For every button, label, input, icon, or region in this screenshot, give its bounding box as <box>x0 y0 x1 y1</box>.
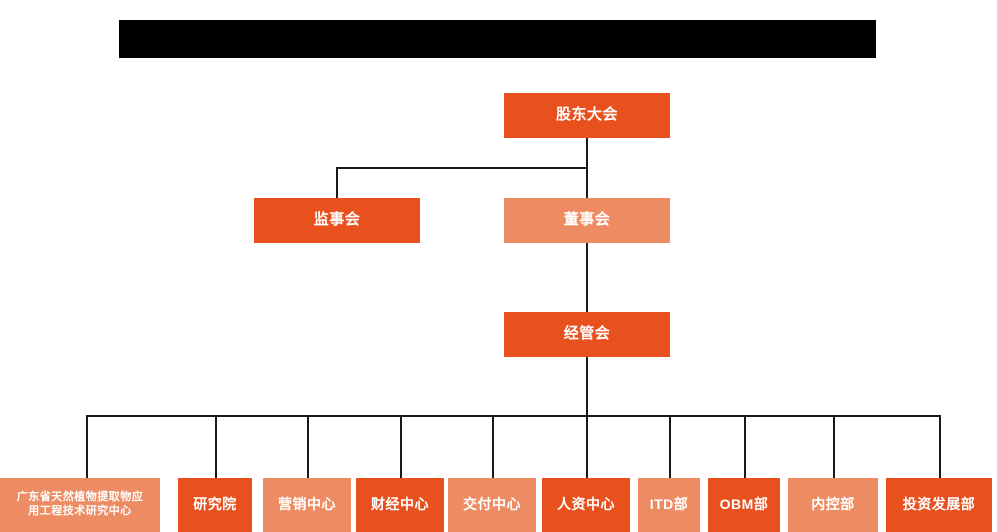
node-board-of-directors[interactable]: 董事会 <box>504 198 670 243</box>
node-delivery-center[interactable]: 交付中心 <box>448 478 536 532</box>
node-guangdong-research-center-label: 广东省天然植物提取物应 用工程技术研究中心 <box>16 491 144 517</box>
node-itd-department-label: ITD部 <box>649 496 689 513</box>
connector-drop-research-institute <box>215 415 217 478</box>
node-investment-development-department[interactable]: 投资发展部 <box>886 478 992 532</box>
connector-drop-obm-department <box>744 415 746 478</box>
node-obm-department-label: OBM部 <box>719 496 769 513</box>
node-finance-center-label: 财经中心 <box>371 496 429 513</box>
node-board-of-supervisors-label: 监事会 <box>313 211 361 229</box>
connector-drop-itd-department <box>669 415 671 478</box>
node-investment-development-department-label: 投资发展部 <box>902 496 976 513</box>
node-board-of-directors-label: 董事会 <box>563 211 611 229</box>
node-delivery-center-label: 交付中心 <box>463 496 521 513</box>
connector-shareholders-down <box>586 138 588 198</box>
redacted-title-banner <box>119 20 876 58</box>
node-obm-department[interactable]: OBM部 <box>708 478 780 532</box>
node-guangdong-research-center[interactable]: 广东省天然植物提取物应 用工程技术研究中心 <box>0 478 160 532</box>
connector-supervisors-vertical <box>336 167 338 199</box>
connector-drop-finance-center <box>400 415 402 478</box>
node-internal-control-department[interactable]: 内控部 <box>788 478 878 532</box>
node-itd-department[interactable]: ITD部 <box>638 478 700 532</box>
node-finance-center[interactable]: 财经中心 <box>356 478 444 532</box>
connector-drop-guangdong-research-center <box>86 415 88 478</box>
connector-drop-marketing-center <box>307 415 309 478</box>
node-management-committee-label: 经管会 <box>563 325 611 343</box>
node-research-institute[interactable]: 研究院 <box>178 478 252 532</box>
node-management-committee[interactable]: 经管会 <box>504 312 670 357</box>
connector-management-to-bus <box>586 357 588 416</box>
connector-supervisors-horizontal <box>336 167 587 169</box>
connector-directors-to-management <box>586 243 588 313</box>
node-internal-control-department-label: 内控部 <box>811 496 855 513</box>
connector-drop-internal-control-department <box>833 415 835 478</box>
connector-drop-delivery-center <box>492 415 494 478</box>
node-hr-center[interactable]: 人资中心 <box>542 478 630 532</box>
node-marketing-center[interactable]: 营销中心 <box>263 478 351 532</box>
node-marketing-center-label: 营销中心 <box>278 496 336 513</box>
node-hr-center-label: 人资中心 <box>557 496 615 513</box>
node-shareholders-meeting[interactable]: 股东大会 <box>504 93 670 138</box>
connector-drop-hr-center <box>586 415 588 478</box>
connector-department-bus <box>86 415 941 417</box>
node-board-of-supervisors[interactable]: 监事会 <box>254 198 420 243</box>
node-shareholders-meeting-label: 股东大会 <box>555 106 618 124</box>
node-research-institute-label: 研究院 <box>193 496 237 513</box>
connector-drop-investment-development-department <box>939 415 941 478</box>
